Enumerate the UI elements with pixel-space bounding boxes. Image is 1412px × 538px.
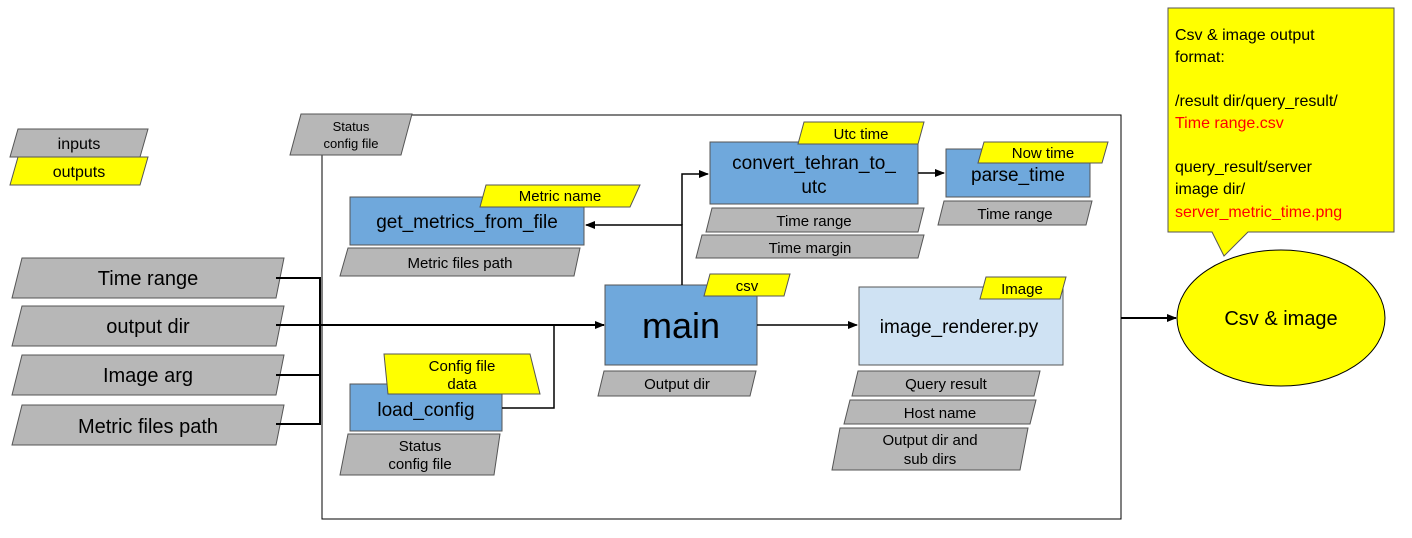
output-image: Image bbox=[979, 276, 1067, 300]
svg-text:utc: utc bbox=[801, 177, 826, 198]
svg-text:Utc time: Utc time bbox=[833, 126, 888, 143]
svg-text:load_config: load_config bbox=[377, 400, 474, 421]
svg-text:config file: config file bbox=[388, 456, 451, 473]
func-load-config: load_config Config file data Status conf… bbox=[339, 353, 541, 476]
input-query-result-tag: Query result bbox=[851, 370, 1041, 397]
svg-text:image_renderer.py: image_renderer.py bbox=[880, 317, 1039, 338]
internal-connectors bbox=[502, 169, 1177, 409]
svg-text:parse_time: parse_time bbox=[971, 165, 1065, 186]
input-output-dir: output dir bbox=[11, 305, 285, 347]
svg-text:format:: format: bbox=[1175, 49, 1225, 66]
svg-text:server_metric_time.png: server_metric_time.png bbox=[1175, 204, 1342, 221]
input-time-margin-tag: Time margin bbox=[695, 234, 925, 259]
output-metric-name: Metric name bbox=[479, 184, 641, 208]
svg-text:Time range.csv: Time range.csv bbox=[1175, 115, 1284, 132]
func-convert-tehran-to-utc: convert_tehran_to_ utc Utc time Time ran… bbox=[695, 121, 925, 259]
output-now-time: Now time bbox=[977, 141, 1109, 164]
svg-text:/result dir/query_result/: /result dir/query_result/ bbox=[1175, 93, 1338, 110]
svg-text:Host name: Host name bbox=[904, 405, 977, 422]
legend-outputs: outputs bbox=[9, 156, 149, 186]
input-time-range: Time range bbox=[11, 257, 285, 299]
svg-text:config file: config file bbox=[324, 136, 379, 151]
output-format-callout: Csv & image output format: /result dir/q… bbox=[1167, 7, 1395, 257]
svg-text:Metric files path: Metric files path bbox=[78, 416, 218, 438]
input-time-range-tag: Time range bbox=[705, 207, 925, 233]
input-metric-files-path: Metric files path bbox=[11, 404, 285, 446]
func-main: main csv Output dir bbox=[597, 273, 791, 397]
input-status-config-file-tag: Status config file bbox=[339, 433, 501, 476]
input-time-range-tag-2: Time range bbox=[937, 200, 1093, 226]
svg-text:csv: csv bbox=[736, 278, 759, 295]
input-metric-files-path-tag: Metric files path bbox=[339, 247, 581, 277]
legend-outputs-label: outputs bbox=[53, 164, 105, 181]
svg-text:Metric name: Metric name bbox=[519, 188, 602, 205]
svg-text:Now time: Now time bbox=[1012, 145, 1075, 162]
output-utc-time: Utc time bbox=[797, 121, 925, 145]
svg-text:Image arg: Image arg bbox=[103, 365, 193, 387]
svg-text:output dir: output dir bbox=[106, 316, 190, 338]
input-output-dir-tag: Output dir bbox=[597, 370, 757, 397]
svg-text:query_result/server: query_result/server bbox=[1175, 159, 1313, 176]
svg-text:Query result: Query result bbox=[905, 376, 988, 393]
input-connectors bbox=[276, 277, 605, 425]
svg-text:Csv & image: Csv & image bbox=[1224, 308, 1337, 330]
svg-text:Metric files path: Metric files path bbox=[407, 255, 512, 272]
svg-text:Time range: Time range bbox=[98, 268, 198, 290]
input-image-arg: Image arg bbox=[11, 354, 285, 396]
input-host-name-tag: Host name bbox=[843, 399, 1037, 425]
func-image-renderer: image_renderer.py Image Query result Hos… bbox=[831, 276, 1067, 471]
input-output-dir-subdirs-tag: Output dir and sub dirs bbox=[831, 427, 1029, 471]
svg-text:Time range: Time range bbox=[776, 213, 851, 230]
svg-text:sub dirs: sub dirs bbox=[904, 451, 957, 468]
legend-inputs: inputs bbox=[9, 128, 149, 158]
svg-text:Time range: Time range bbox=[977, 206, 1052, 223]
svg-text:Output dir and: Output dir and bbox=[882, 432, 977, 449]
svg-text:Image: Image bbox=[1001, 281, 1043, 298]
output-config-file-data: Config file data bbox=[383, 353, 541, 395]
svg-text:image dir/: image dir/ bbox=[1175, 181, 1246, 198]
svg-text:Output dir: Output dir bbox=[644, 376, 710, 393]
svg-text:Csv & image output: Csv & image output bbox=[1175, 27, 1315, 44]
svg-text:main: main bbox=[642, 305, 720, 346]
svg-text:get_metrics_from_file: get_metrics_from_file bbox=[376, 212, 558, 233]
svg-text:data: data bbox=[447, 376, 477, 393]
svg-text:Time margin: Time margin bbox=[769, 240, 852, 257]
svg-text:Status: Status bbox=[333, 119, 370, 134]
svg-text:Status: Status bbox=[399, 438, 442, 455]
func-parse-time: parse_time Now time Time range bbox=[937, 141, 1109, 226]
svg-text:convert_tehran_to_: convert_tehran_to_ bbox=[732, 153, 896, 174]
output-csv: csv bbox=[703, 273, 791, 297]
legend: inputs outputs bbox=[9, 128, 149, 186]
result-csv-image: Csv & image bbox=[1176, 249, 1386, 387]
svg-text:Config file: Config file bbox=[429, 358, 496, 375]
legend-inputs-label: inputs bbox=[58, 136, 101, 153]
container-status-config-tag: Status config file bbox=[289, 113, 413, 156]
func-get-metrics-from-file: get_metrics_from_file Metric name Metric… bbox=[339, 184, 641, 277]
